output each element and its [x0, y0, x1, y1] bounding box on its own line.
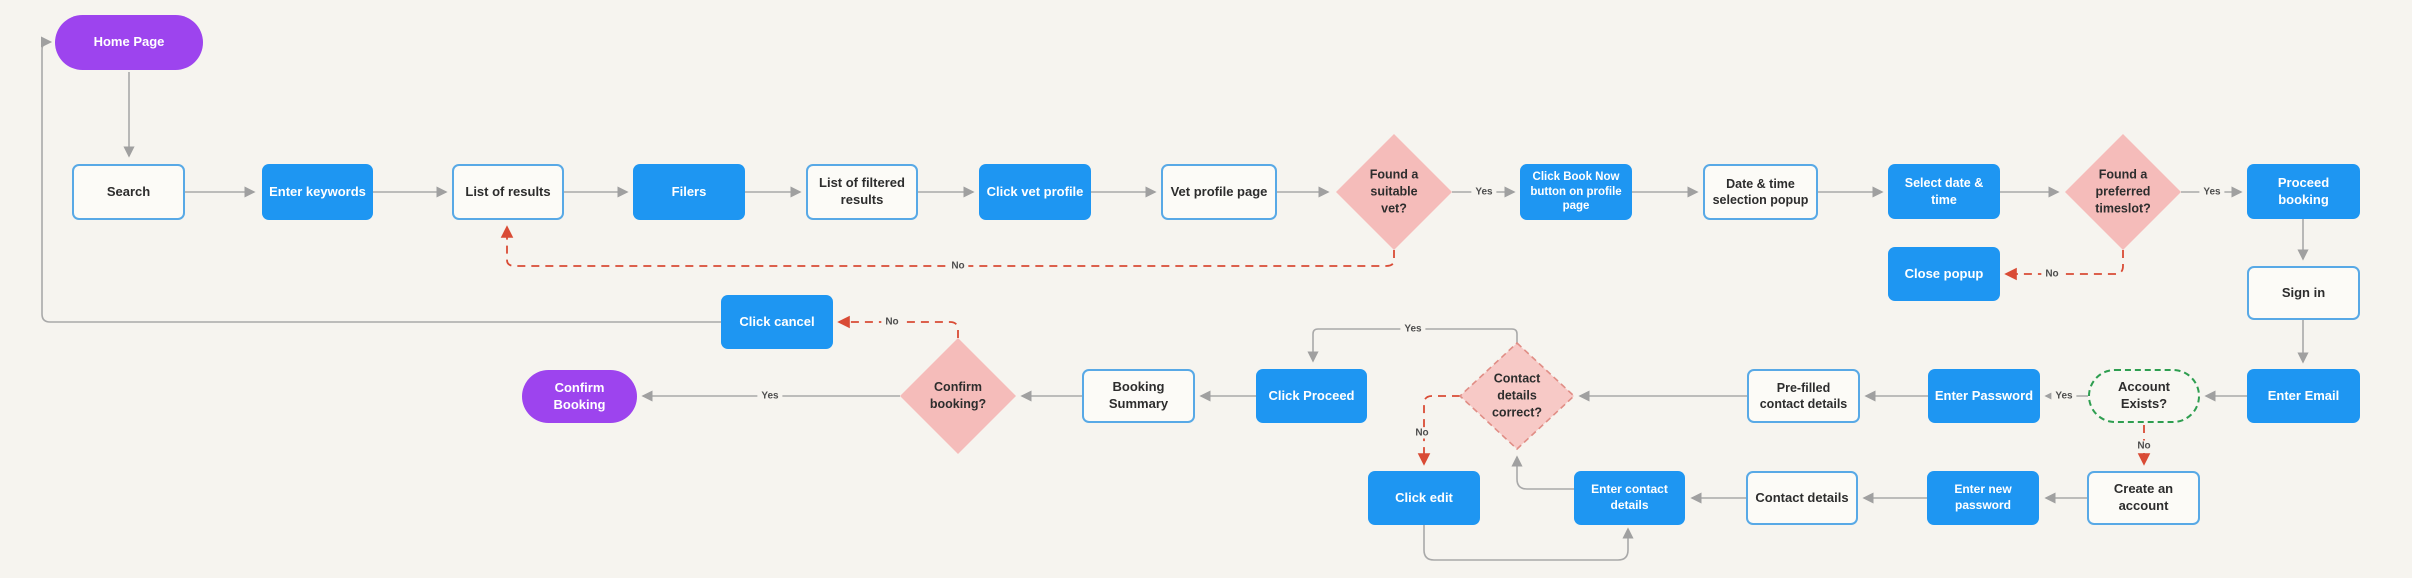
edge-label-yes-suitable-vet: Yes [1471, 186, 1497, 198]
node-enter-email[interactable]: Enter Email [2247, 369, 2360, 423]
edge-label-no-account-exists: No [2133, 440, 2155, 452]
node-booking-summary[interactable]: Booking Summary [1082, 369, 1195, 423]
decision-confirm-booking-label: Confirm booking? [929, 380, 987, 411]
node-found-suitable-vet[interactable] [1336, 134, 1452, 250]
edge-label-yes-contact-correct: Yes [1400, 323, 1426, 335]
decision-contact-details-correct-label: Contact details correct? [1491, 371, 1543, 420]
node-found-preferred-timeslot[interactable] [2065, 134, 2181, 250]
edge-label-yes-account-exists: Yes [2051, 390, 2077, 402]
node-search[interactable]: Search [72, 164, 185, 220]
node-click-vet-profile[interactable]: Click vet profile [979, 164, 1091, 220]
node-close-popup[interactable]: Close popup [1888, 247, 2000, 301]
node-create-an-account[interactable]: Create an account [2087, 471, 2200, 525]
edge-clickedit-to-entercontact [1423, 525, 1634, 561]
edge-label-no-timeslot: No [2041, 268, 2063, 280]
node-list-of-filtered-results[interactable]: List of filtered results [806, 164, 918, 220]
edge-label-no-suitable-vet: No [947, 260, 969, 272]
node-enter-contact-details[interactable]: Enter contact details [1574, 471, 1685, 525]
node-sign-in[interactable]: Sign in [2247, 266, 2360, 320]
node-enter-keywords[interactable]: Enter keywords [262, 164, 373, 220]
node-click-book-now[interactable]: Click Book Now button on profile page [1520, 164, 1632, 220]
decision-found-preferred-timeslot-label: Found a preferred timeslot? [2095, 167, 2151, 216]
node-click-proceed[interactable]: Click Proceed [1256, 369, 1367, 423]
node-enter-new-password[interactable]: Enter new password [1927, 471, 2039, 525]
edge-label-yes-timeslot: Yes [2199, 186, 2225, 198]
node-proceed-booking[interactable]: Proceed booking [2247, 164, 2360, 219]
node-confirm-booking[interactable]: Confirm Booking [522, 370, 637, 423]
edge-entercontact-to-contactok [1511, 455, 1574, 490]
edge-label-no-confirm-booking: No [881, 316, 903, 328]
edge-label-no-contact-correct: No [1411, 427, 1433, 439]
node-account-exists[interactable]: Account Exists? [2088, 369, 2200, 423]
node-date-time-selection-popup[interactable]: Date & time selection popup [1703, 164, 1818, 220]
edge-suitable-no-results [500, 225, 1395, 267]
node-filers[interactable]: Filers [633, 164, 745, 220]
node-vet-profile-page[interactable]: Vet profile page [1161, 164, 1277, 220]
decision-found-suitable-vet-label: Found a suitable vet? [1369, 167, 1419, 216]
node-enter-password[interactable]: Enter Password [1928, 369, 2040, 423]
edge-timeslot-no-closepopup [2004, 250, 2124, 281]
node-click-cancel[interactable]: Click cancel [721, 295, 833, 349]
node-select-date-time[interactable]: Select date & time [1888, 164, 2000, 219]
edge-clickcancel-to-home [40, 36, 721, 323]
node-list-of-results[interactable]: List of results [452, 164, 564, 220]
node-click-edit[interactable]: Click edit [1368, 471, 1480, 525]
node-confirm-booking-question[interactable] [900, 338, 1016, 454]
node-contact-details-correct[interactable] [1458, 341, 1576, 451]
edge-contactok-no-clickedit [1417, 395, 1460, 466]
node-prefilled-contact-details[interactable]: Pre-filled contact details [1747, 369, 1860, 423]
edge-confirmq-no-clickcancel [837, 315, 959, 338]
node-home-page[interactable]: Home Page [55, 15, 203, 70]
edge-label-yes-confirm-booking: Yes [757, 390, 783, 402]
node-contact-details[interactable]: Contact details [1746, 471, 1858, 525]
